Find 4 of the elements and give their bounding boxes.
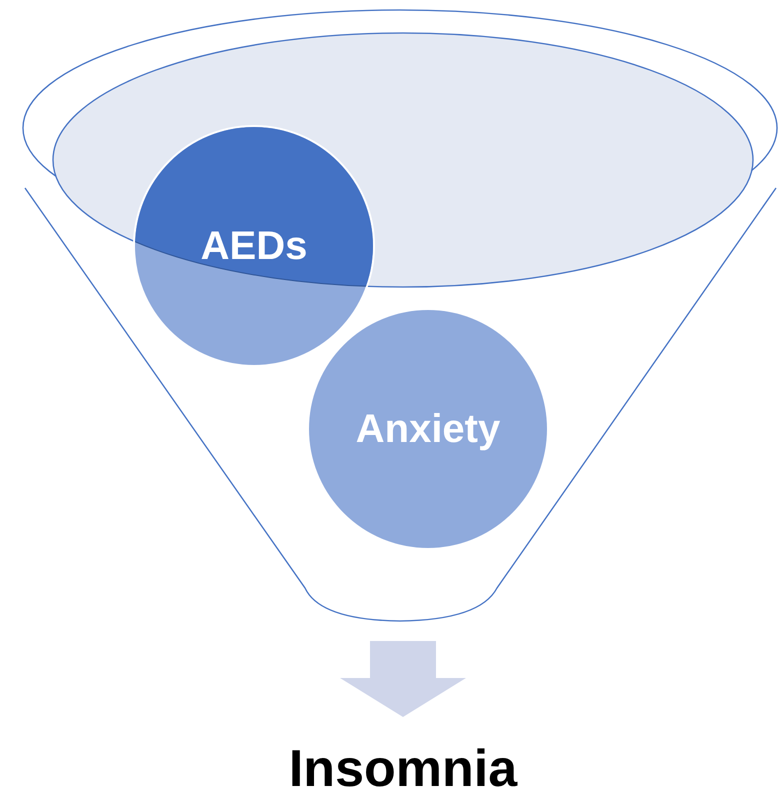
arrow (340, 641, 466, 717)
result-label: Insomnia (288, 738, 518, 800)
circle-label: Anxiety (354, 406, 502, 453)
circle-label: AEDs (200, 223, 308, 270)
